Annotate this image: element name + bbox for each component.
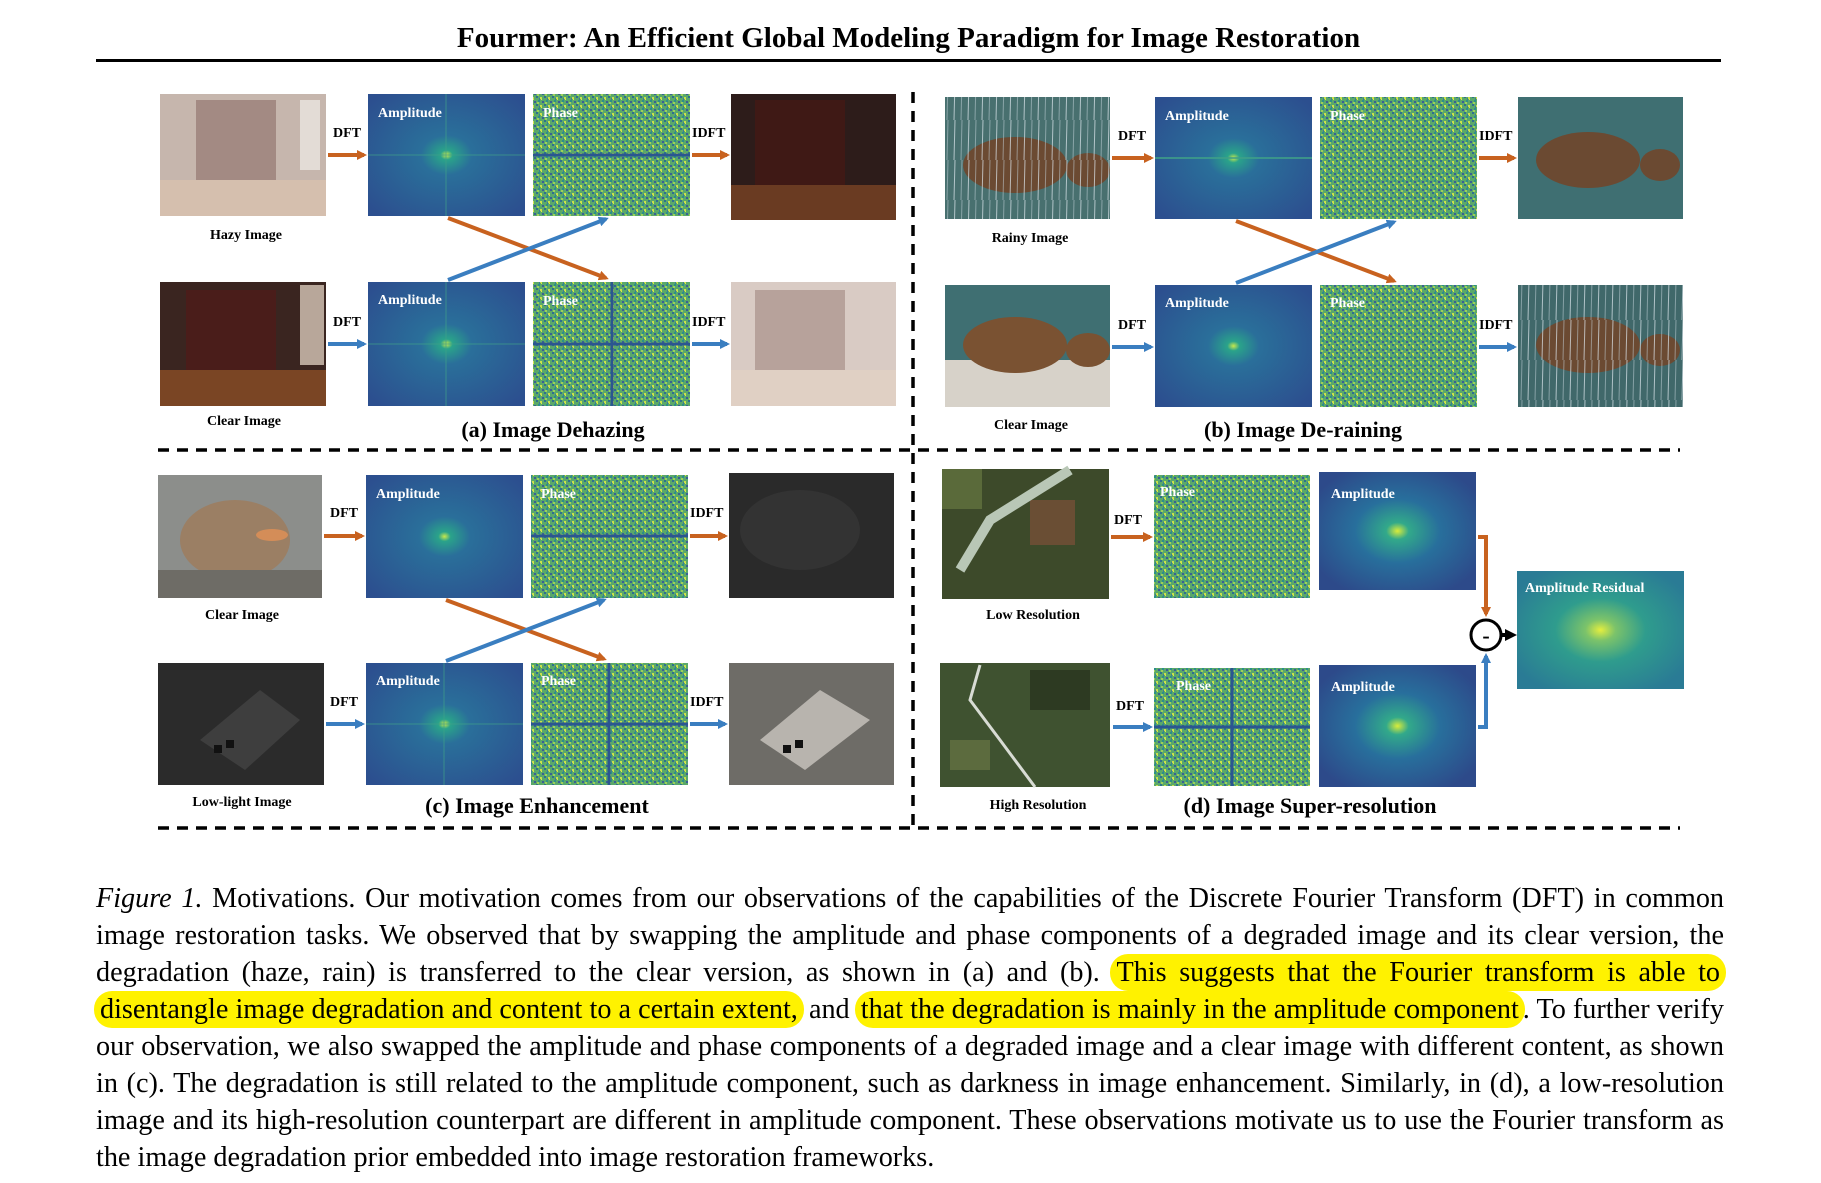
panel-dehazing: Hazy Image Clear Image Amplitude Phase A… (160, 94, 896, 442)
amplitude-residual (1517, 571, 1684, 689)
phase-label-b-top: Phase (1330, 109, 1365, 124)
phase-label-d-top: Phase (1160, 485, 1195, 500)
amplitude-spectrum-c-top (366, 475, 523, 598)
dft-label-c-top: DFT (330, 506, 359, 521)
output-image-c-bottom (729, 663, 894, 785)
low-resolution-image (942, 465, 1109, 599)
rainy-image-label: Rainy Image (992, 231, 1069, 246)
clear-image-c-label: Clear Image (205, 608, 279, 623)
phase-label-bottom: Phase (543, 294, 578, 309)
high-resolution-label: High Resolution (990, 798, 1087, 813)
phase-spectrum-d-top (1154, 475, 1310, 598)
output-image-bottom (731, 282, 896, 406)
amplitude-residual-label: Amplitude Residual (1525, 581, 1645, 596)
low-light-image-label: Low-light Image (192, 795, 291, 810)
idft-label-bottom: IDFT (692, 315, 726, 330)
low-light-image (158, 663, 324, 785)
amplitude-label-d-bottom: Amplitude (1331, 680, 1395, 695)
amplitude-label-c-top: Amplitude (376, 487, 440, 502)
output-image-b-bottom (1518, 285, 1683, 407)
phase-label-b-bottom: Phase (1330, 296, 1365, 311)
output-image-c-top (729, 473, 894, 598)
clear-image-c (158, 475, 322, 598)
rainy-image (945, 97, 1110, 219)
idft-label-c-bottom: IDFT (690, 695, 724, 710)
output-image-top (731, 94, 896, 220)
dft-label-b-bottom: DFT (1118, 318, 1147, 333)
dft-label-d-bottom: DFT (1116, 699, 1145, 714)
caption-figure-label: Figure 1. (96, 883, 203, 914)
clear-image-b-label: Clear Image (994, 418, 1068, 433)
svg-text:-: - (1482, 623, 1489, 648)
high-resolution-image (940, 663, 1110, 788)
minus-operator: - (1469, 618, 1503, 652)
hazy-image (160, 94, 326, 216)
clear-image-label: Clear Image (207, 414, 281, 429)
dft-label-bottom: DFT (333, 315, 362, 330)
phase-spectrum-b-top (1320, 97, 1477, 219)
clear-image-b (945, 285, 1110, 407)
caption-highlight-2: that the degradation is mainly in the am… (854, 991, 1525, 1028)
dft-label-d-top: DFT (1114, 513, 1143, 528)
amplitude-label-b-top: Amplitude (1165, 109, 1229, 124)
clear-image (160, 282, 326, 406)
dft-label-c-bottom: DFT (330, 695, 359, 710)
phase-spectrum-b-bottom (1320, 285, 1477, 407)
panel-deraining: Rainy Image Clear Image Amplitude Phase … (945, 97, 1683, 442)
dft-label-b-top: DFT (1118, 129, 1147, 144)
amplitude-label-top: Amplitude (378, 106, 442, 121)
amplitude-label-d-top: Amplitude (1331, 487, 1395, 502)
amplitude-label-bottom: Amplitude (378, 293, 442, 308)
amplitude-spectrum-d-bottom (1319, 665, 1476, 787)
panel-b-title: (b) Image De-raining (1204, 417, 1402, 442)
title-rule (96, 59, 1721, 62)
phase-label-d-bottom: Phase (1176, 679, 1211, 694)
hazy-image-label: Hazy Image (210, 228, 282, 243)
panel-a-title: (a) Image Dehazing (461, 417, 644, 442)
paper-title: Fourmer: An Efficient Global Modeling Pa… (456, 22, 1361, 54)
idft-label-c-top: IDFT (690, 506, 724, 521)
panel-super-resolution: Low Resolution High Resolution Phase Amp… (940, 465, 1684, 818)
low-resolution-label: Low Resolution (986, 608, 1080, 623)
panel-c-title: (c) Image Enhancement (425, 793, 649, 818)
panel-d-title: (d) Image Super-resolution (1184, 793, 1437, 818)
panel-enhancement: Clear Image Low-light Image Amplitude Ph… (158, 473, 894, 818)
phase-label-top: Phase (543, 106, 578, 121)
idft-label-b-bottom: IDFT (1479, 318, 1513, 333)
amplitude-spectrum-b-bottom (1155, 285, 1312, 407)
idft-label-top: IDFT (692, 126, 726, 141)
dft-label-top: DFT (333, 126, 362, 141)
figure-caption: Figure 1. Motivations. Our motivation co… (94, 880, 1726, 1176)
amplitude-spectrum-d-top (1319, 472, 1476, 590)
caption-text-1: Motivations. Our motivation comes from o… (96, 883, 1725, 988)
output-image-b-top (1518, 97, 1683, 219)
amplitude-label-c-bottom: Amplitude (376, 674, 440, 689)
phase-label-c-top: Phase (541, 487, 576, 502)
caption-text-2: and (801, 994, 857, 1025)
caption-text-3: . To further verify our observation, we … (96, 994, 1724, 1173)
amplitude-label-b-bottom: Amplitude (1165, 296, 1229, 311)
idft-label-b-top: IDFT (1479, 129, 1513, 144)
figure-1: Hazy Image Clear Image Amplitude Phase A… (158, 92, 1684, 830)
phase-label-c-bottom: Phase (541, 674, 576, 689)
